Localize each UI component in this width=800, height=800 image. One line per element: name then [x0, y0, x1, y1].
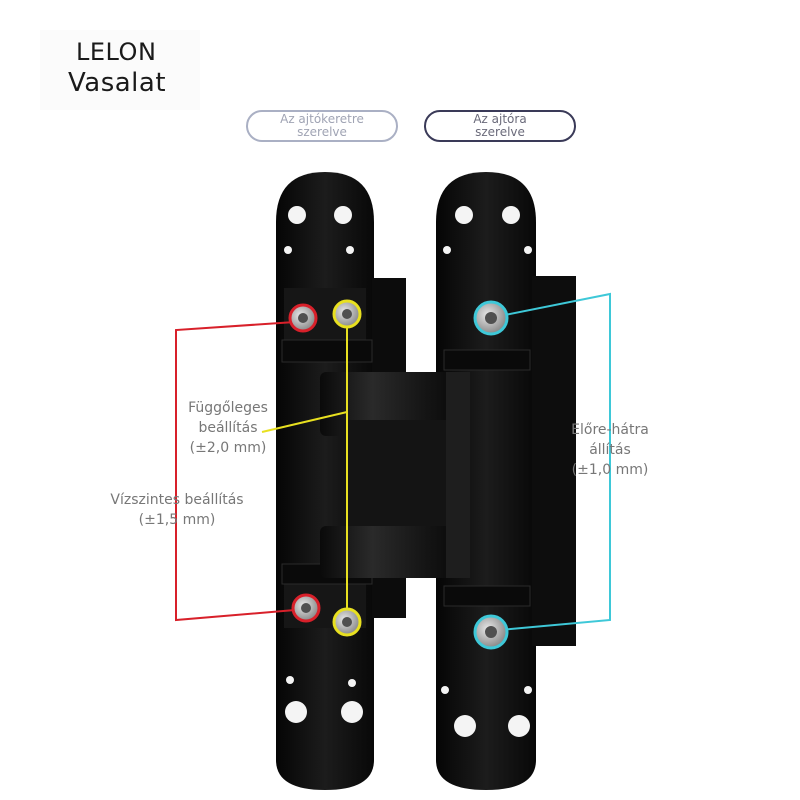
brand-name: LELON [76, 38, 157, 66]
frontback-label-line3: (±1,0 mm) [571, 462, 649, 478]
horizontal-screw-top [288, 303, 318, 333]
door-mounted-badge: Az ajtóra szerelve [424, 110, 576, 142]
horizontal-adjust-leader [175, 321, 296, 622]
door-badge-line2: szerelve [475, 125, 525, 139]
horizontal-label-line2: (±1,5 mm) [138, 512, 216, 528]
horizontal-label-line1: Vízszintes beállítás [110, 492, 244, 508]
frontback-screw-bottom [473, 614, 509, 650]
frame-badge-line1: Az ajtókeretre [280, 112, 364, 126]
vertical-label-line2: beállítás [198, 420, 258, 436]
vertical-adjust-label: Függőleges beállítás (±2,0 mm) [168, 398, 288, 458]
brand-subtitle: Vasalat [68, 68, 167, 98]
vertical-screw-bottom [332, 607, 362, 637]
frontback-adjust-label: Előre-hátra állítás (±1,0 mm) [560, 420, 660, 480]
hinge-knuckle [320, 372, 470, 578]
vertical-screw-top [332, 299, 362, 329]
frontback-screw-top [473, 300, 509, 336]
frame-badge-line2: szerelve [297, 125, 347, 139]
frontback-adjust-leader [499, 292, 611, 631]
vertical-label-line1: Függőleges [188, 400, 268, 416]
brand-block [40, 30, 200, 110]
door-badge-line1: Az ajtóra [473, 112, 527, 126]
frontback-label-line2: állítás [589, 442, 631, 458]
horizontal-screw-bottom [291, 593, 321, 623]
frame-mounted-badge: Az ajtókeretre szerelve [246, 110, 398, 142]
vertical-label-line3: (±2,0 mm) [189, 440, 267, 456]
door-hinge-plate [436, 172, 576, 790]
frontback-label-line1: Előre-hátra [571, 422, 649, 438]
vertical-adjust-leader [261, 316, 348, 620]
horizontal-adjust-label: Vízszintes beállítás (±1,5 mm) [92, 490, 262, 530]
